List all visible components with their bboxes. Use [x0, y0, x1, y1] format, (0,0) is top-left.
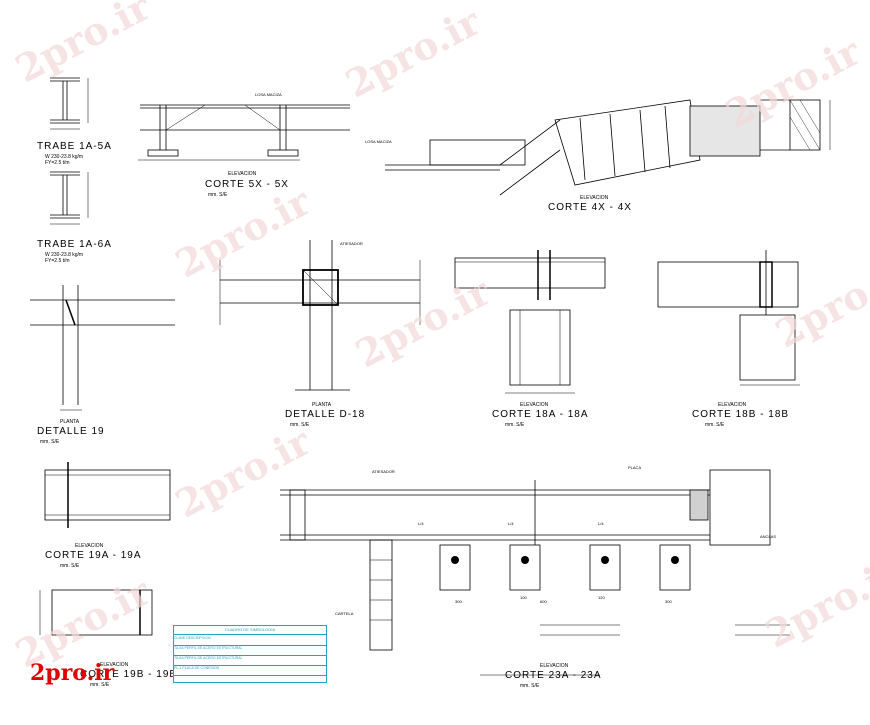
corte-5x-sub: ELEVACION [228, 171, 257, 177]
legend-row: CLAVE DESCRIPCION [174, 636, 326, 646]
corte-4x-drawing [385, 99, 831, 196]
corte-5x-drawing [138, 104, 350, 161]
corte-19b-drawing [39, 589, 153, 636]
corte-19a-drawing [44, 462, 171, 528]
corte-5x-title: CORTE 5X - 5X [205, 179, 289, 190]
corte-18b-scale: mm. S/E [705, 422, 725, 428]
dim-300-b: 300 [665, 599, 672, 604]
symbol-legend-table: CUADRO DE SIMBOLOGIA CLAVE DESCRIPCION T… [173, 625, 327, 683]
dim-600: 600 [540, 599, 547, 604]
trabe-1a-5a-section [50, 77, 89, 130]
corte-19b-sub: ELEVACION [100, 662, 129, 668]
note-losa-maciza: LOSA MACIZA [255, 92, 282, 97]
detalle-d18-drawing [219, 240, 421, 391]
corte-23a-scale: mm. S/E [520, 683, 540, 689]
detalle-d18-scale: mm. S/E [290, 422, 310, 428]
corte-19a-title: CORTE 19A - 19A [45, 550, 142, 561]
dim-120: 120 [598, 595, 605, 600]
note-cartela: CARTELA [335, 611, 354, 616]
dim-100: 100 [520, 595, 527, 600]
detalle-19-scale: mm. S/E [40, 439, 60, 445]
note-placa: PLACA [628, 465, 642, 470]
trabe-2-sub: W 230-23.8 kg/m [45, 252, 84, 258]
corte-5x-scale: mm. S/E [208, 192, 228, 198]
legend-row: TA-5A PERFIL DE ACERO ESTRUCTURAL [174, 646, 326, 656]
corte-18b-sub: ELEVACION [718, 402, 747, 408]
trabe-1-sub2: FY=2.5 t/m [45, 160, 70, 166]
note-anclas: ANCLAS [760, 534, 777, 539]
legend-row: PL-1 PLACA DE CONEXION [174, 666, 326, 676]
corte-19a-sub: ELEVACION [75, 543, 104, 549]
detalle-19-drawing [30, 285, 175, 411]
trabe-2-sub2: FY=2.5 t/m [45, 258, 70, 264]
note-losa-maciza-2: LOSA MACIZA [365, 139, 392, 144]
corte-4x-sub: ELEVACION [580, 195, 609, 201]
detalle-d18-sub: PLANTA [312, 402, 332, 408]
corte-23a-drawing [280, 469, 790, 676]
dim-l4-1: L/4 [418, 521, 424, 526]
detalle-19-sub: PLANTA [60, 419, 80, 425]
trabe-2-title: TRABE 1A-6A [37, 239, 112, 250]
corte-18a-drawing [454, 250, 606, 394]
corte-19a-scale: mm. S/E [60, 563, 80, 569]
trabe-1-sub: W 230-23.8 kg/m [45, 154, 84, 160]
corte-18a-scale: mm. S/E [505, 422, 525, 428]
corte-4x-title: CORTE 4X - 4X [548, 202, 632, 213]
dim-l4-2: L/4 [508, 521, 514, 526]
brand-logo: 2pro.ir [30, 660, 115, 686]
legend-row: TA-6A PERFIL DE ACERO ESTRUCTURAL [174, 656, 326, 666]
corte-23a-sub: ELEVACION [540, 663, 569, 669]
corte-23a-title: CORTE 23A - 23A [505, 670, 602, 681]
corte-18b-title: CORTE 18B - 18B [692, 409, 790, 420]
corte-18a-title: CORTE 18A - 18A [492, 409, 589, 420]
legend-header: CUADRO DE SIMBOLOGIA [174, 626, 326, 635]
corte-18a-sub: ELEVACION [520, 402, 549, 408]
detalle-d18-title: DETALLE D-18 [285, 409, 366, 420]
trabe-1-title: TRABE 1A-5A [37, 141, 112, 152]
corte-19b-scale: mm. S/E [90, 682, 110, 688]
dim-300: 300 [455, 599, 462, 604]
dim-l4-3: L/4 [598, 521, 604, 526]
trabe-1a-6a-section [50, 171, 89, 225]
note-atiesador-2: ATIESADOR [372, 469, 395, 474]
note-atiesador: ATIESADOR [340, 241, 363, 246]
detalle-19-title: DETALLE 19 [37, 426, 105, 437]
corte-18b-drawing [657, 250, 800, 386]
corte-19b-title: CORTE 19B - 19B [80, 669, 178, 680]
